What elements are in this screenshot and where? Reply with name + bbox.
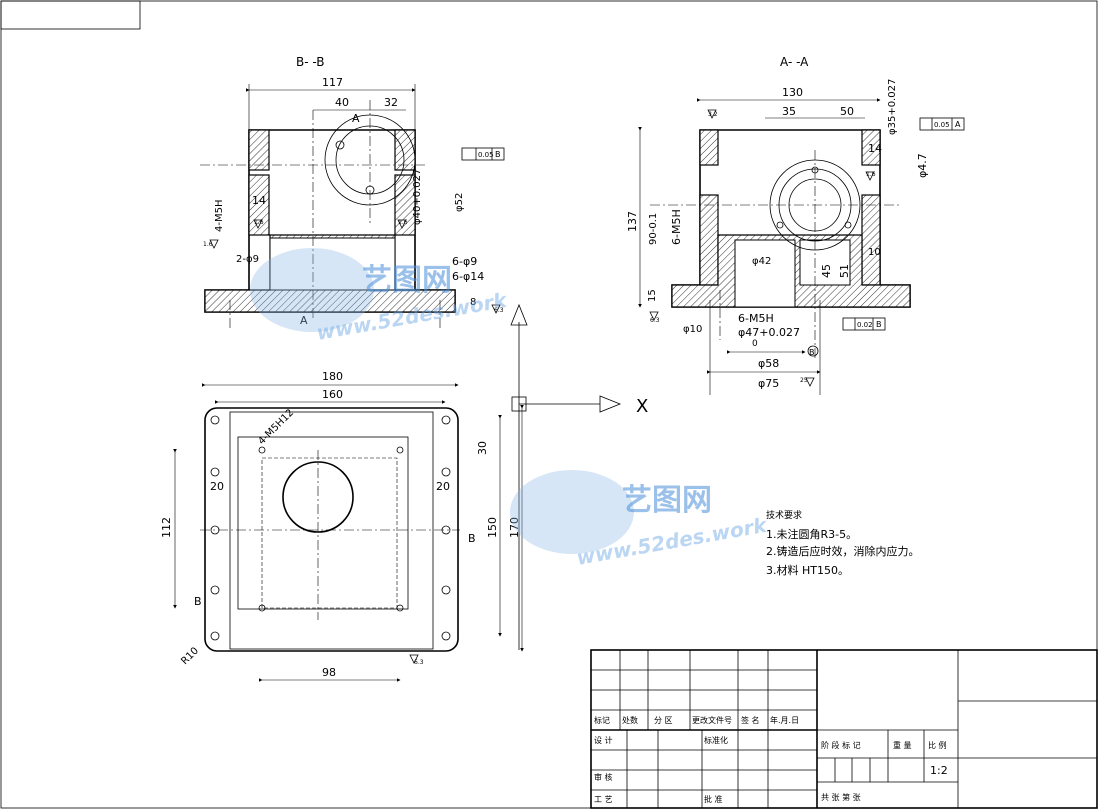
tol-aa-datum2: B: [876, 320, 882, 329]
dim-plan-r10: R10: [179, 645, 201, 667]
dim-bb-m5h: 4-M5H: [214, 200, 225, 232]
dim-aa-47: φ4.7: [916, 153, 929, 178]
tb-stage: 阶 段 标 记: [821, 740, 861, 750]
dim-aa-137: 137: [626, 211, 639, 232]
axis-x-label: X: [636, 396, 648, 417]
rough-aa-1: 3.2: [708, 111, 718, 118]
label-bb-a-top: A: [352, 112, 360, 125]
technical-notes: 技术要求 1.未注圆角R3-5。 2.铸造后应时效，消除内应力。 3.材料 HT…: [766, 509, 920, 577]
dim-aa-51: 51: [838, 264, 851, 278]
rough-plan-1: 6.3: [414, 659, 424, 666]
title-block: 标记 处数 分 区 更改文件号 签 名 年.月.日 设 计 标准化 审 核 工 …: [590, 649, 1098, 809]
tb-approve: 批 准: [704, 794, 723, 804]
dim-bb-14: 14: [252, 194, 266, 207]
tb-process: 工 艺: [594, 795, 613, 804]
tb-sheets: 共 张 第 张: [821, 792, 861, 802]
tb-weight: 重 量: [893, 740, 912, 750]
rough-aa-2: 1.6: [866, 171, 876, 178]
dim-plan-170: 170: [508, 517, 521, 538]
tb-check: 审 核: [594, 772, 613, 782]
tol-bb-value: 0.05: [478, 151, 494, 159]
dim-plan-150: 150: [486, 517, 499, 538]
dim-bb-hole2: 2-φ9: [236, 254, 259, 265]
tb-scale: 比 例: [928, 740, 947, 750]
dim-aa-75: φ75: [758, 377, 779, 390]
dim-bb-hole6b: 6-φ14: [452, 270, 484, 283]
tb-mark: 标记: [594, 715, 610, 725]
plan-view: 180 160 4-M5H12 30 20 20 112 150 170 98 …: [160, 370, 524, 682]
dim-aa-35: 35: [782, 105, 796, 118]
tb-std: 标准化: [704, 735, 728, 745]
notes-line-3: 3.材料 HT150。: [766, 563, 849, 577]
tol-aa-value2: 0.02: [857, 321, 873, 329]
dim-bb-8: 8: [470, 297, 476, 308]
dim-plan-30: 30: [476, 441, 489, 455]
datum-aa-b: B: [809, 348, 815, 357]
dim-aa-10b: φ10: [683, 324, 702, 335]
dim-plan-20b: 20: [436, 480, 450, 493]
corner-box: [0, 0, 141, 30]
dim-bb-52: φ52: [454, 193, 465, 212]
rough-bb-2: 1.6: [398, 219, 408, 226]
dim-aa-15: 15: [647, 289, 658, 302]
label-plan-b1: B: [468, 532, 476, 545]
dim-bb-117: 117: [322, 76, 343, 89]
watermark-brand-1: 艺图网: [362, 263, 452, 298]
tb-design: 设 计: [594, 735, 613, 745]
rough-bb-3: 1.6: [203, 241, 213, 248]
dim-aa-47tol: φ47+0.027: [738, 326, 800, 339]
dim-plan-160: 160: [322, 388, 343, 401]
tb-sign: 签 名: [741, 715, 760, 725]
dim-aa-45: 45: [820, 264, 833, 278]
tb-docno: 更改文件号: [692, 715, 732, 725]
dim-plan-20a: 20: [210, 480, 224, 493]
section-aa-title: A- -A: [780, 55, 809, 69]
coordinate-axes: X: [510, 303, 648, 650]
dim-plan-98: 98: [322, 666, 336, 679]
dim-aa-50: 50: [840, 105, 854, 118]
tb-count: 处数: [622, 715, 638, 725]
rough-aa-4: 25: [800, 377, 808, 384]
dim-aa-130: 130: [782, 86, 803, 99]
dim-aa-47low: 0: [752, 339, 758, 349]
tol-bb-datum: B: [495, 150, 501, 159]
dim-aa-90: 90-0.1: [648, 213, 659, 245]
dim-aa-58: φ58: [758, 357, 779, 370]
section-bb-title: B- -B: [296, 55, 325, 69]
dim-aa-14: 14: [868, 142, 882, 155]
dim-aa-35tol: φ35+0.027: [887, 79, 898, 135]
notes-line-2: 2.铸造后应时效，消除内应力。: [766, 544, 920, 558]
tb-scale-value: 1:2: [930, 764, 948, 777]
rough-bb-4: 6.3: [494, 307, 504, 314]
label-bb-a-bottom: A: [300, 314, 308, 327]
notes-line-1: 1.未注圆角R3-5。: [766, 527, 857, 541]
tol-aa-value1: 0.05: [934, 121, 950, 129]
notes-title: 技术要求: [766, 509, 802, 521]
tb-zone: 分 区: [654, 716, 673, 725]
dim-aa-42: φ42: [752, 256, 771, 267]
rough-bb-1: 1.6: [254, 219, 264, 226]
dim-plan-180: 180: [322, 370, 343, 383]
dim-aa-m5h2: 6-M5H: [738, 312, 774, 325]
dim-aa-10: 10: [868, 247, 881, 258]
section-bb-view: B- -B 117 40 32 A A 14 4-M5H φ40+0.027: [200, 55, 505, 330]
label-plan-b2: B: [194, 595, 202, 608]
dim-plan-m5h: 4-M5H12: [256, 407, 296, 447]
dim-bb-hole6a: 6-φ9: [452, 255, 477, 268]
tb-date: 年.月.日: [770, 715, 799, 725]
dim-bb-32: 32: [384, 96, 398, 109]
dim-bb-40tol: φ40+0.027: [412, 169, 423, 225]
rough-aa-3: 6.3: [650, 317, 660, 324]
dim-bb-40: 40: [335, 96, 349, 109]
tol-aa-datum1: A: [955, 120, 961, 129]
dim-aa-m5h: 6-M5H: [670, 209, 683, 245]
dim-plan-112: 112: [160, 517, 173, 538]
watermark-brand-2: 艺图网: [622, 483, 712, 518]
section-aa-view: A- -A 130 35 50 φ35+0.027 137 90-0.1 6-M…: [626, 55, 965, 395]
